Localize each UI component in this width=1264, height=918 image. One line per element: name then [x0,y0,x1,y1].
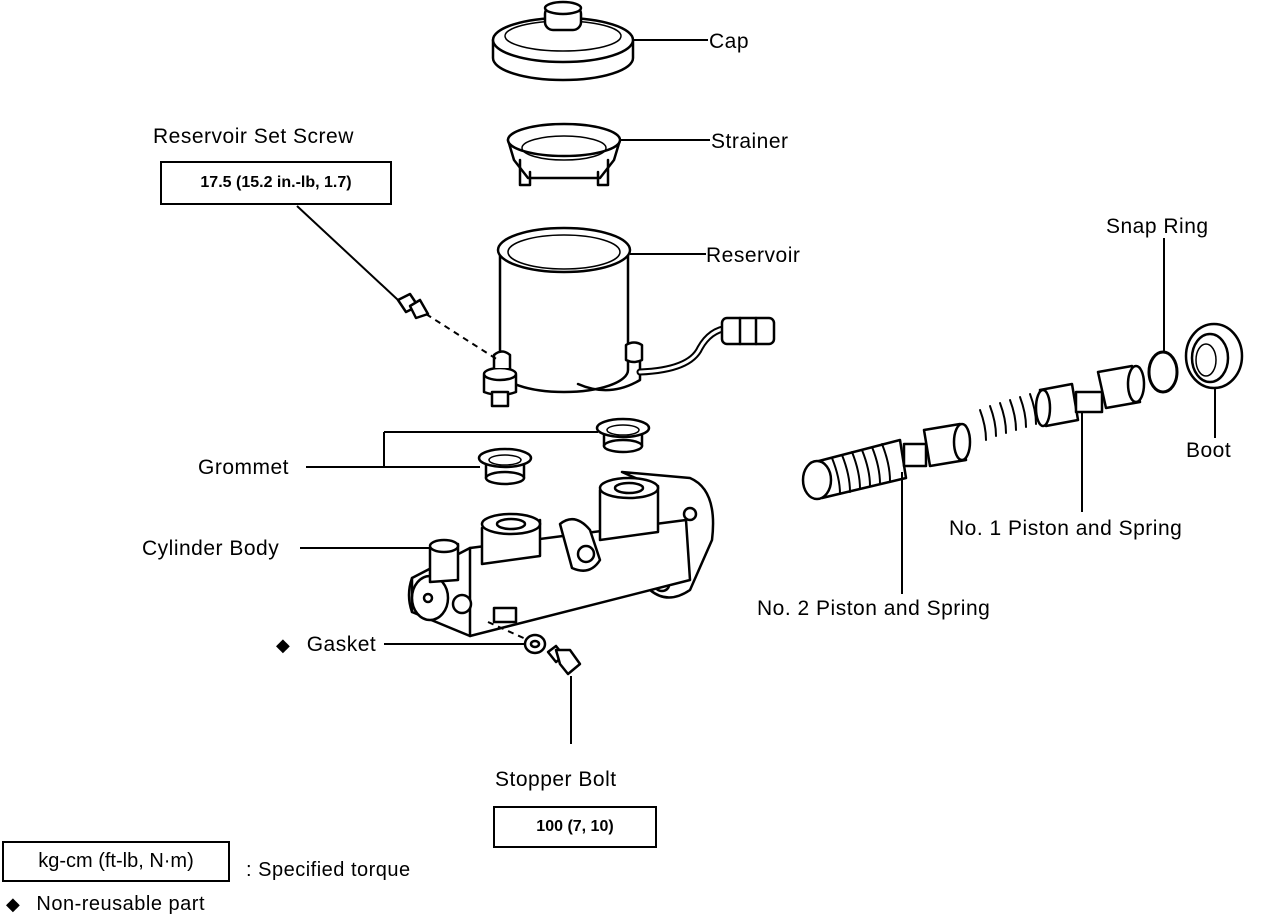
boot-label: Boot [1186,439,1232,462]
snap-ring-label: Snap Ring [1106,215,1209,238]
cap-label: Cap [709,30,750,53]
gasket-label: ◆ Gasket [276,634,376,655]
reservoir-set-screw-label: Reservoir Set Screw [153,125,354,148]
reservoir-part [482,226,776,408]
nonreusable-diamond-icon: ◆ [276,635,291,655]
legend-torque-desc: : Specified torque [246,859,411,881]
reservoir-set-screw-part [396,292,430,320]
legend-diamond-icon: ◆ [6,894,21,914]
strainer-part [506,122,622,187]
cap-part [491,0,635,82]
boot-part [1184,322,1244,390]
legend-nonreusable: ◆ Non-reusable part [6,894,205,914]
no2-piston-part [801,422,972,501]
no2-piston-label: No. 2 Piston and Spring [757,597,991,620]
reservoir-set-screw-torque-box: 17.5 (15.2 in.-lb, 1.7) [160,161,392,205]
cylinder-body-label: Cylinder Body [142,537,280,560]
gasket-and-stopper-bolt-parts [523,633,582,676]
no1-piston-label: No. 1 Piston and Spring [949,517,1183,540]
no1-piston-part [979,364,1146,441]
stopper-bolt-label: Stopper Bolt [495,768,617,791]
leader-lines [296,39,1216,744]
legend-torque-unit-box: kg-cm (ft-lb, N·m) [2,841,230,882]
grommet-parts [477,417,651,486]
stopper-bolt-torque-box: 100 (7, 10) [493,806,657,848]
reservoir-label: Reservoir [706,244,801,267]
gasket-label-text: Gasket [306,633,377,656]
strainer-label: Strainer [711,130,789,153]
grommet-label: Grommet [198,456,290,479]
legend-nonreusable-text: Non-reusable part [36,893,205,915]
cylinder-body-part [407,470,715,638]
snap-ring-part [1147,350,1179,394]
